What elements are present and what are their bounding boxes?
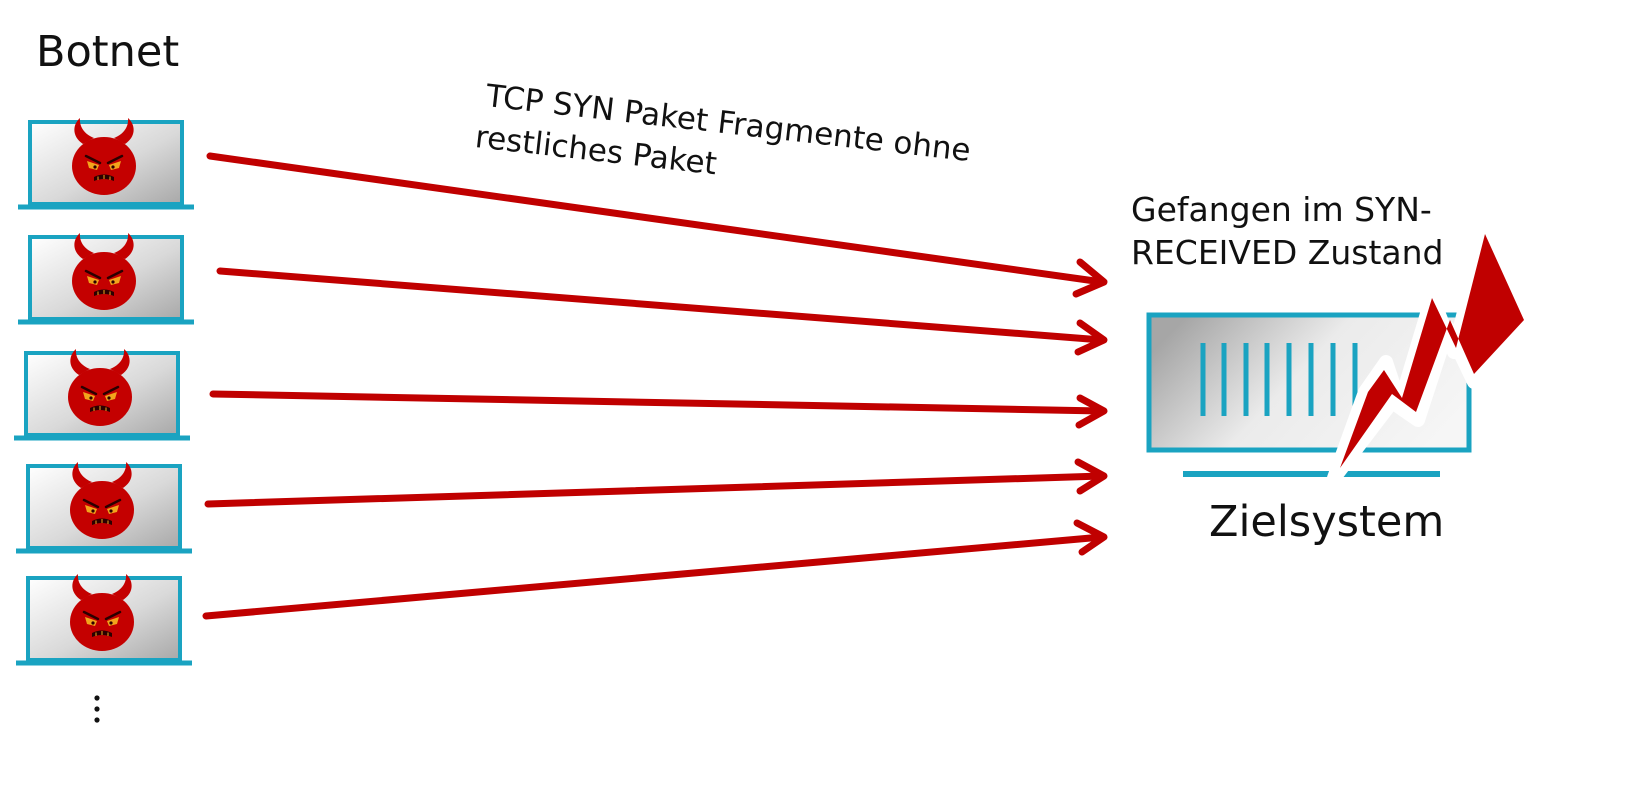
trapped-label-line1: Gefangen im SYN- [1131, 190, 1432, 229]
target-label: Zielsystem [1209, 497, 1444, 547]
bot-laptop-icon [16, 574, 192, 663]
packet-arrow [204, 458, 1108, 508]
bot-laptop-icon [14, 349, 190, 438]
packet-label: TCP SYN Paket Fragmente ohne restliches … [473, 78, 972, 182]
more-bots-ellipsis [94, 695, 100, 723]
botnet-label: Botnet [36, 27, 179, 77]
trapped-label-line2: RECEIVED Zustand [1131, 233, 1443, 272]
packet-arrow [209, 390, 1108, 429]
lightning-bolt-icon [1327, 221, 1539, 485]
packet-arrow [206, 152, 1108, 298]
bot-laptop-icon [16, 462, 192, 551]
packet-arrow [202, 519, 1108, 620]
bot-laptop-icon [18, 118, 194, 207]
bot-laptop-icon [18, 233, 194, 322]
packet-arrow [216, 267, 1108, 356]
